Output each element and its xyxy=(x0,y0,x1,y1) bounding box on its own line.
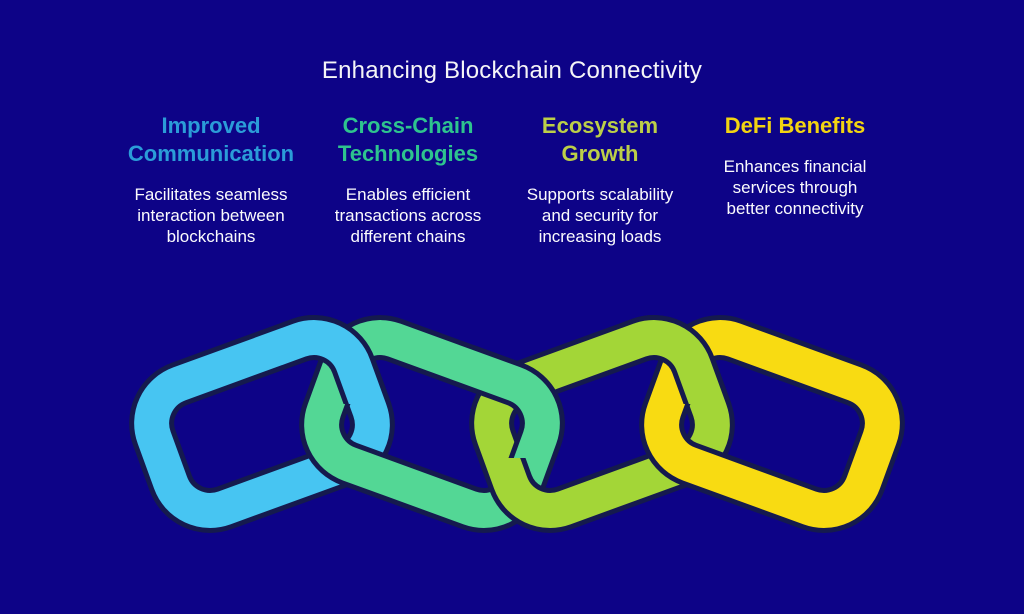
column-defi-benefits: DeFi Benefits Enhances financial service… xyxy=(704,112,886,219)
chain-link-improved-communication xyxy=(282,315,395,404)
chain-link-defi-benefits xyxy=(639,315,905,533)
chain-weave-overlap xyxy=(282,315,395,404)
column-ecosystem-growth: Ecosystem Growth Supports scalability an… xyxy=(509,112,691,247)
column-improved-communication: Improved Communication Facilitates seaml… xyxy=(120,112,302,247)
column-heading: Improved Communication xyxy=(127,113,295,166)
column-description: Enables efficient transactions across di… xyxy=(334,185,482,246)
chain-link-cross-chain-technologies xyxy=(450,345,565,458)
chain-weave-overlap xyxy=(450,345,565,458)
column-heading: Ecosystem Growth xyxy=(541,113,659,166)
column-description: Enhances financial services through bett… xyxy=(723,157,867,218)
chain-weave-overlap xyxy=(622,315,735,404)
column-description: Supports scalability and security for in… xyxy=(526,185,674,246)
chain-link-ecosystem-growth xyxy=(622,315,735,404)
column-heading: Cross-Chain Technologies xyxy=(337,113,479,166)
column-description: Facilitates seamless interaction between… xyxy=(134,185,288,246)
page-title: Enhancing Blockchain Connectivity xyxy=(321,57,703,84)
column-cross-chain-technologies: Cross-Chain Technologies Enables efficie… xyxy=(317,112,499,247)
column-heading: DeFi Benefits xyxy=(724,113,866,138)
